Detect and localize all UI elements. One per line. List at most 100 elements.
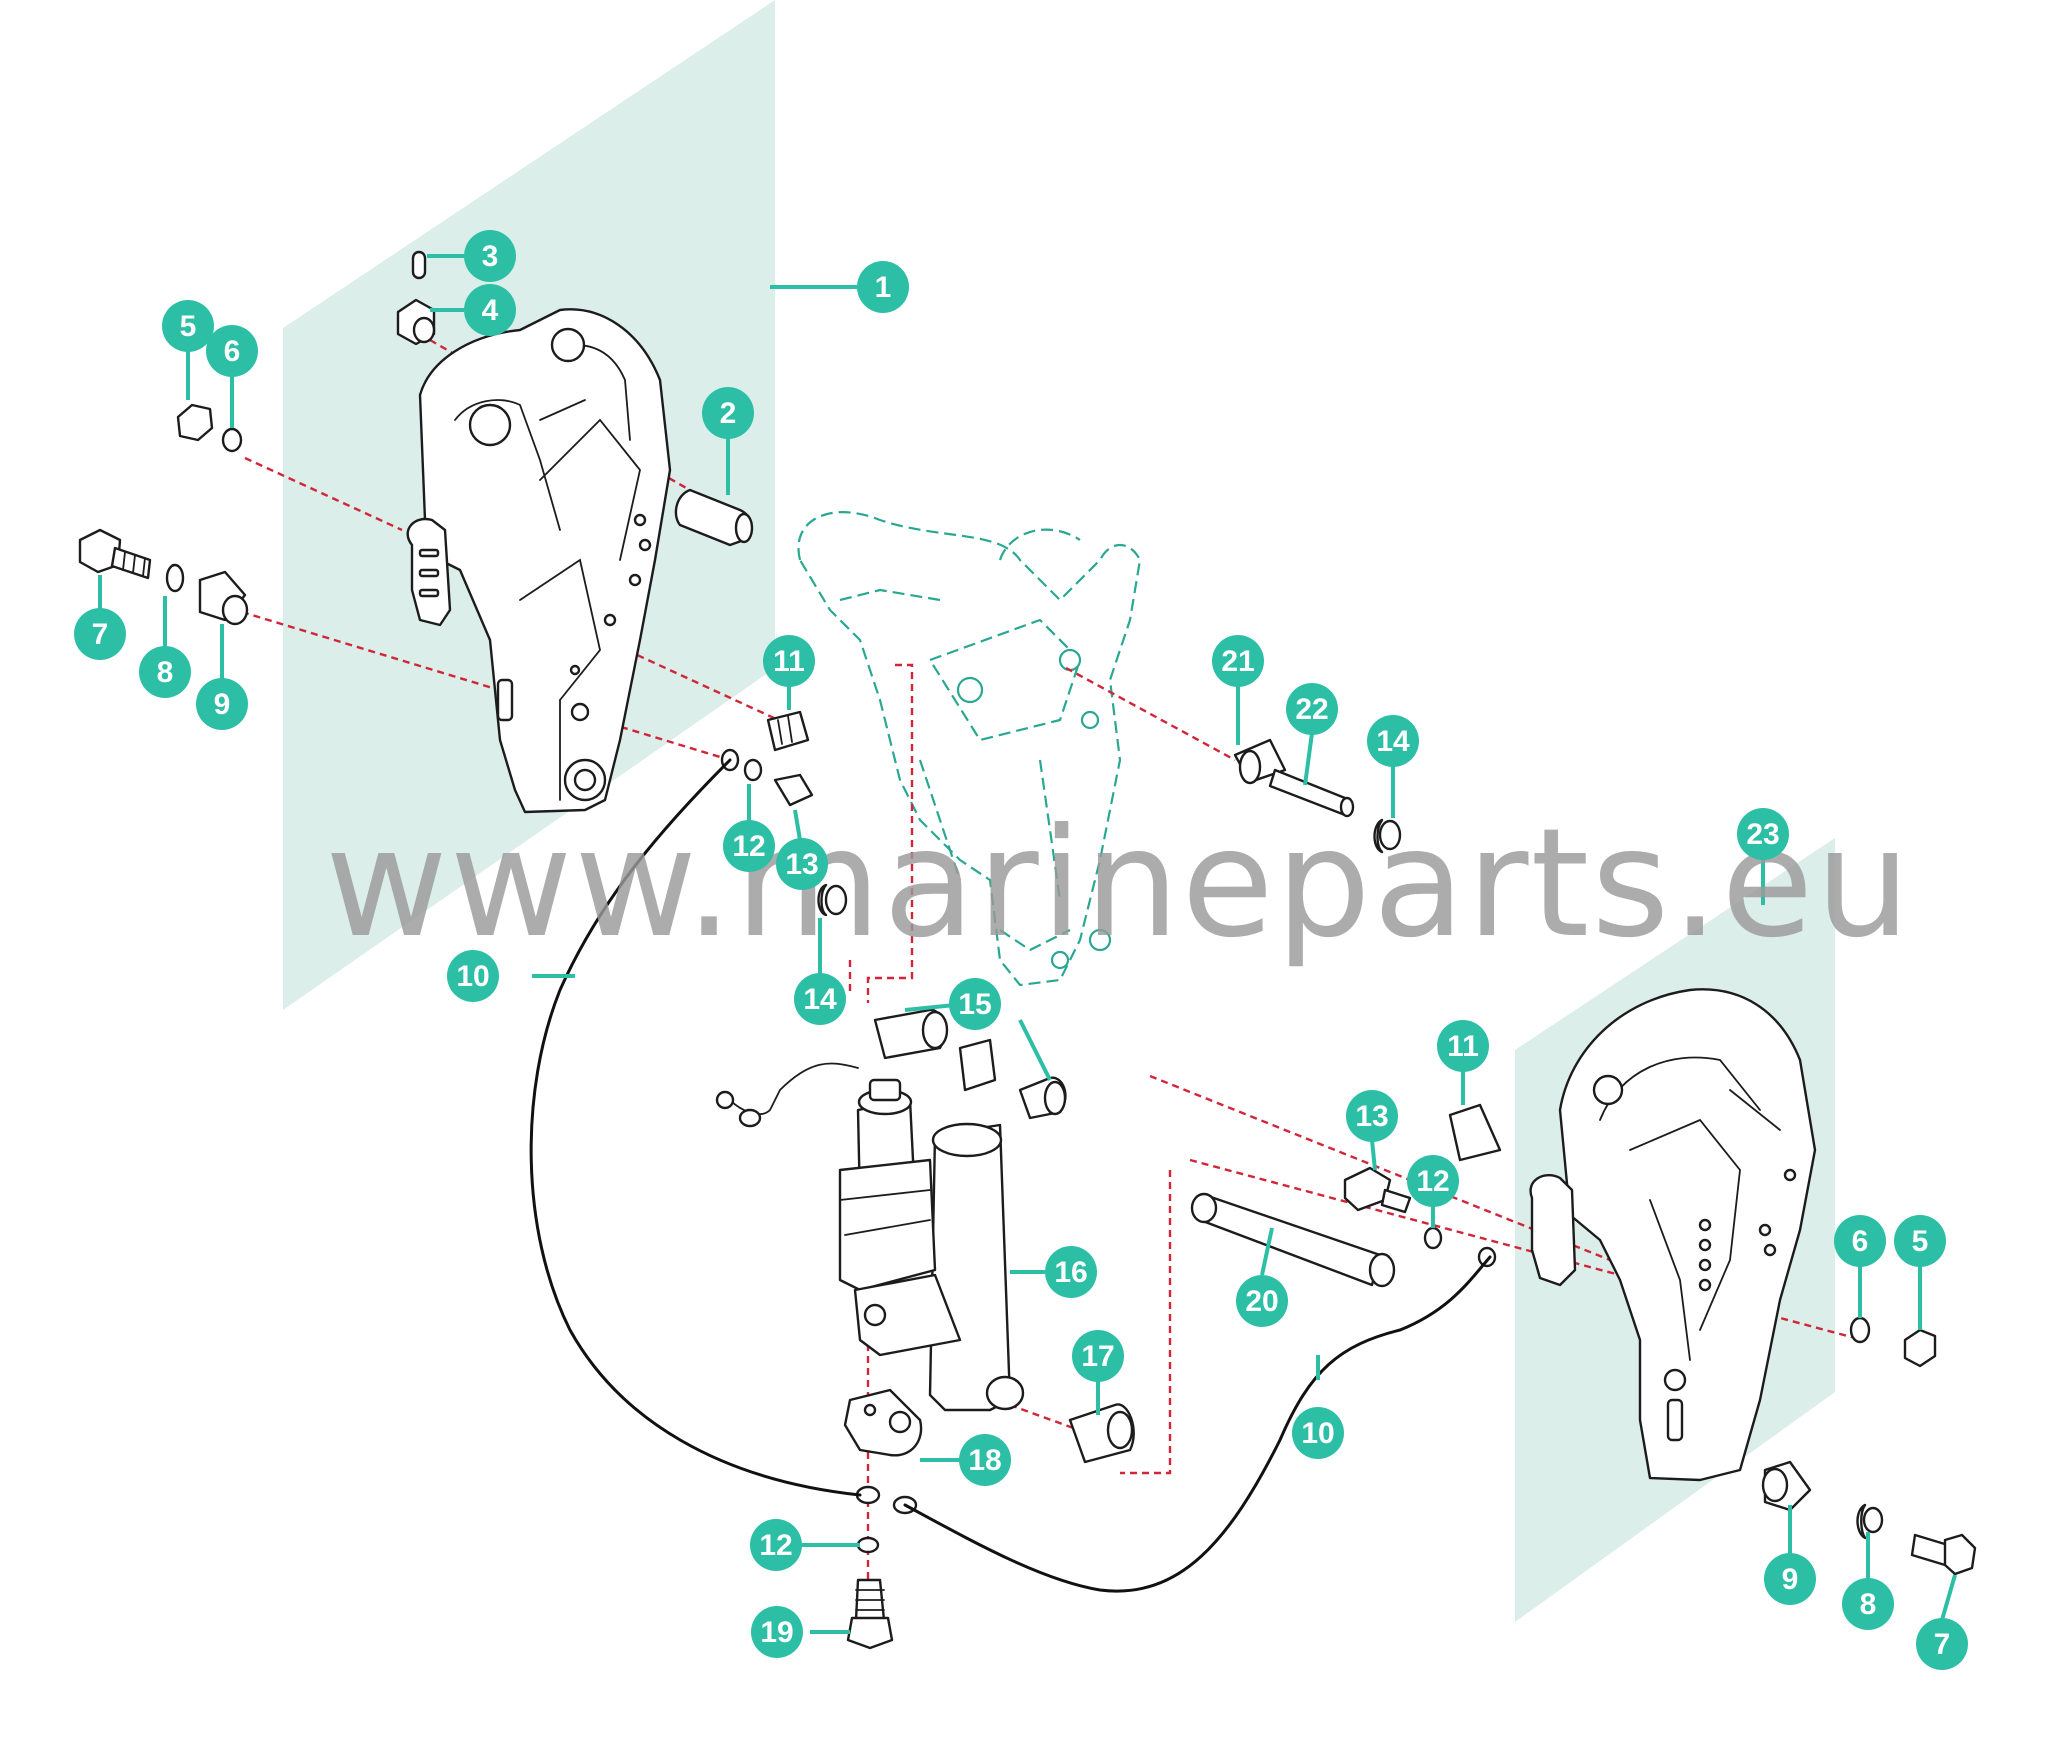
- leader-lines: [98, 254, 1957, 1634]
- callout-c7b: 7: [1916, 1618, 1968, 1670]
- callout-label: 14: [1376, 725, 1410, 758]
- bolt-13a: [773, 773, 814, 807]
- callout-c1: 1: [857, 261, 909, 313]
- callout-circle: [464, 284, 516, 336]
- callout-circle: [857, 261, 909, 313]
- callout-circle: [794, 973, 846, 1025]
- callout-circle: [1894, 1215, 1946, 1267]
- callout-c22: 22: [1286, 683, 1338, 735]
- washer-6a: [221, 427, 243, 453]
- callout-c4: 4: [464, 284, 516, 336]
- callout-c13b: 13: [1346, 1090, 1398, 1142]
- callout-c20: 20: [1236, 1275, 1288, 1327]
- washer-8b: [1856, 1503, 1867, 1540]
- callout-circle: [196, 678, 248, 730]
- callout-circle: [1236, 1275, 1288, 1327]
- callout-label: 9: [214, 688, 231, 721]
- nut-5a: [176, 403, 214, 442]
- callout-circle: [702, 387, 754, 439]
- callout-label: 10: [1301, 1417, 1334, 1450]
- callout-label: 17: [1081, 1340, 1114, 1373]
- callout-label: 13: [785, 848, 818, 881]
- callout-c5a: 5: [162, 300, 214, 352]
- watermark: www.marineparts.eu: [325, 797, 1913, 971]
- callout-label: 21: [1221, 645, 1254, 678]
- callout-circle: [162, 300, 214, 352]
- callout-circle: [750, 1519, 802, 1571]
- callout-c17: 17: [1072, 1330, 1124, 1382]
- callout-c10a: 10: [447, 950, 499, 1002]
- callout-label: 4: [482, 294, 499, 327]
- callout-circle: [1045, 1246, 1097, 1298]
- callout-label: 13: [1355, 1100, 1388, 1133]
- callout-label: 1: [875, 271, 892, 304]
- callout-label: 15: [958, 988, 991, 1021]
- callout-label: 22: [1295, 693, 1328, 726]
- callout-c6b: 6: [1834, 1215, 1886, 1267]
- callout-circle: [1286, 683, 1338, 735]
- washer-12c: [1423, 1226, 1443, 1250]
- callout-c14a: 14: [794, 973, 846, 1025]
- callout-c12c: 12: [1407, 1155, 1459, 1207]
- callout-circle: [1437, 1020, 1489, 1072]
- callout-label: 3: [482, 240, 499, 273]
- callout-circle: [1292, 1407, 1344, 1459]
- callout-circle: [1764, 1553, 1816, 1605]
- callout-label: 12: [759, 1529, 792, 1562]
- callout-c15: 15: [949, 978, 1001, 1030]
- bracket-18: [843, 1388, 923, 1457]
- clip-14a: [817, 883, 828, 917]
- callout-label: 23: [1746, 818, 1779, 851]
- tilt-cylinder-assembly: [715, 1008, 1135, 1650]
- nut-5b: [1903, 1328, 1937, 1368]
- callout-layer: 1234567891011121314141516171812192122231…: [74, 230, 1968, 1670]
- callout-circle: [464, 230, 516, 282]
- callout-label: 11: [1447, 1030, 1479, 1063]
- callout-c9b: 9: [1764, 1553, 1816, 1605]
- pin-3: [411, 250, 427, 280]
- callout-label: 5: [1912, 1225, 1929, 1258]
- callout-c12b: 12: [750, 1519, 802, 1571]
- callout-circle: [447, 950, 499, 1002]
- washer-12b: [856, 1536, 880, 1554]
- left-clamp-bracket: [406, 308, 672, 814]
- callout-circle: [206, 325, 258, 377]
- bolt-11b: [1448, 1103, 1502, 1162]
- callout-circle: [949, 978, 1001, 1030]
- callout-c19: 19: [751, 1606, 803, 1658]
- callout-c14b: 14: [1367, 715, 1419, 767]
- callout-label: 12: [732, 830, 765, 863]
- callout-circle: [776, 838, 828, 890]
- callout-circle: [763, 635, 815, 687]
- callout-c3: 3: [464, 230, 516, 282]
- callout-label: 8: [1860, 1588, 1877, 1621]
- callout-label: 5: [180, 310, 197, 343]
- callout-c23: 23: [1737, 808, 1789, 860]
- callout-label: 6: [224, 335, 241, 368]
- callout-label: 7: [92, 618, 109, 651]
- callout-c10b: 10: [1292, 1407, 1344, 1459]
- callout-c8a: 8: [139, 646, 191, 698]
- callout-circle: [1212, 635, 1264, 687]
- callout-circle: [959, 1434, 1011, 1486]
- callout-c7a: 7: [74, 608, 126, 660]
- callout-c21: 21: [1212, 635, 1264, 687]
- callout-circle: [723, 820, 775, 872]
- callout-circle: [1916, 1618, 1968, 1670]
- callout-label: 16: [1054, 1256, 1087, 1289]
- callout-label: 6: [1852, 1225, 1869, 1258]
- callout-c2: 2: [702, 387, 754, 439]
- callout-circle: [1737, 808, 1789, 860]
- callout-label: 18: [968, 1444, 1001, 1477]
- callout-label: 20: [1245, 1285, 1278, 1318]
- callout-circle: [1407, 1155, 1459, 1207]
- callout-label: 19: [760, 1616, 793, 1649]
- callout-c11a: 11: [763, 635, 815, 687]
- callout-circle: [1072, 1330, 1124, 1382]
- callout-label: 12: [1416, 1165, 1449, 1198]
- callout-circle: [1842, 1578, 1894, 1630]
- pin-20: [1198, 1193, 1382, 1287]
- lead-wire: [729, 1062, 859, 1115]
- callout-c12a: 12: [723, 820, 775, 872]
